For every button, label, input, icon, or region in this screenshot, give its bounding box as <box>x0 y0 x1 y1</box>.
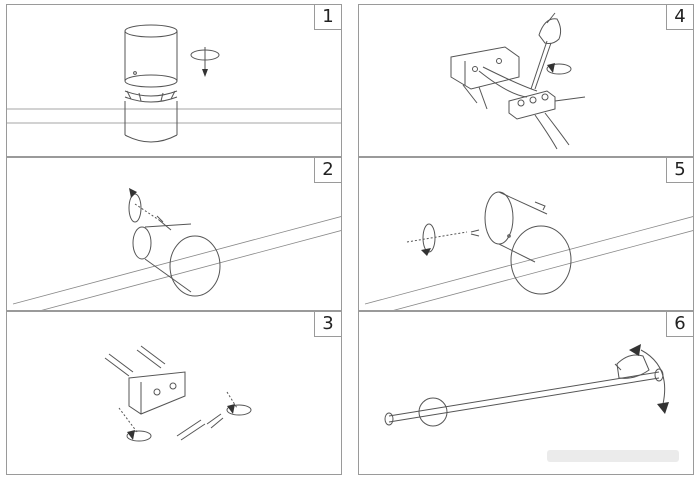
rotation-arrow-icon <box>546 63 572 75</box>
step-number-2: 2 <box>314 158 341 183</box>
step-number-6: 6 <box>666 312 693 337</box>
step-panel-5: 5 <box>358 157 694 311</box>
screw-icon <box>470 201 546 237</box>
step-3-illustration <box>104 345 252 442</box>
rotation-arrow-icon <box>421 223 436 256</box>
step-number-4: 4 <box>666 5 693 30</box>
hand-icon <box>614 354 650 379</box>
screwdriver-icon <box>530 40 552 90</box>
wall-anchor-icon <box>104 345 166 377</box>
rotation-arrow-icon <box>190 47 220 77</box>
screw-icon <box>176 413 224 441</box>
step-panel-4: 4 <box>358 4 694 157</box>
step-number-3: 3 <box>314 312 341 337</box>
rotation-arrow-icon <box>126 430 152 442</box>
rotation-arrow-icon <box>128 188 142 223</box>
step-5-illustration <box>364 191 693 310</box>
rotation-arrow-icon <box>226 404 252 416</box>
step-6-illustration <box>384 344 669 427</box>
step-1-illustration <box>7 24 341 143</box>
step-4-illustration <box>450 12 586 150</box>
rotation-arrow-icon <box>629 344 669 414</box>
step-2-illustration <box>12 188 341 310</box>
step-panel-3: 3 <box>6 311 342 475</box>
step-panel-1: 1 <box>6 4 342 157</box>
step-number-5: 5 <box>666 158 693 183</box>
hand-icon <box>538 12 562 44</box>
step-panel-2: 2 <box>6 157 342 311</box>
watermark <box>547 450 679 462</box>
step-number-1: 1 <box>314 5 341 30</box>
screw-icon <box>156 215 172 231</box>
step-panel-6: 6 <box>358 311 694 475</box>
